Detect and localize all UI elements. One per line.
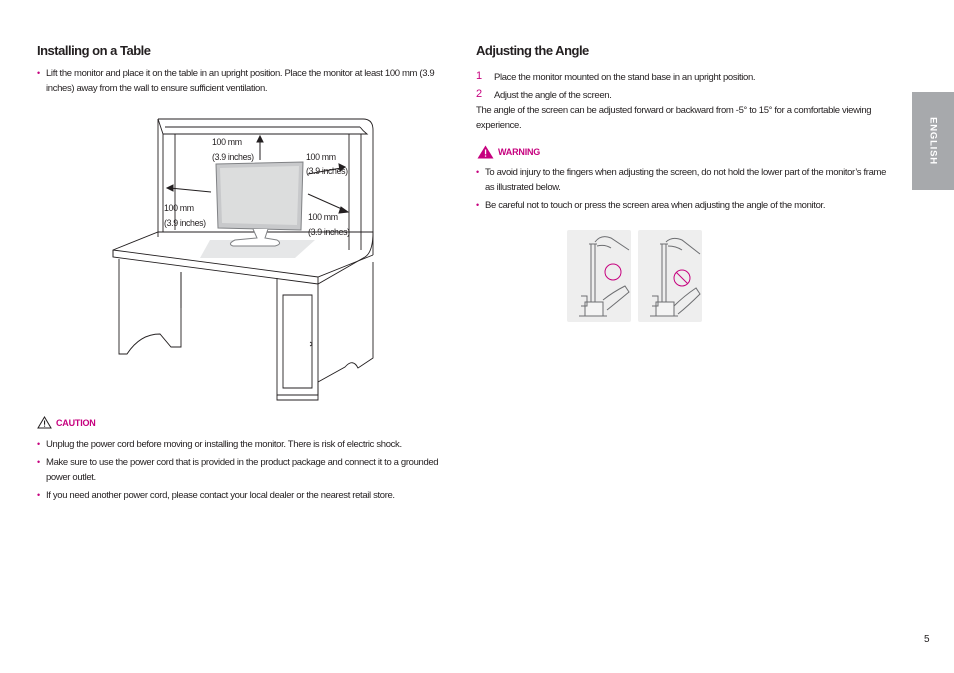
- language-tab-label: ENGLISH: [927, 117, 939, 165]
- label-top-in: (3.9 inches): [212, 152, 254, 162]
- page-number: 5: [924, 634, 930, 645]
- desk-clearance-diagram: [112, 118, 374, 401]
- label-right-top-mm: 100 mm: [306, 152, 336, 162]
- language-tab[interactable]: ENGLISH: [912, 92, 954, 190]
- intro-list: Lift the monitor and place it on the tab…: [37, 66, 462, 99]
- caution-item: Unplug the power cord before moving or i…: [37, 437, 462, 452]
- caution-item: If you need another power cord, please c…: [37, 488, 462, 503]
- warning-label: WARNING: [498, 147, 541, 157]
- section-title-angle: Adjusting the Angle: [476, 43, 589, 58]
- caution-heading: CAUTION: [37, 416, 96, 429]
- step-number: 1: [476, 70, 482, 82]
- intro-text: Lift the monitor and place it on the tab…: [37, 66, 462, 96]
- label-right-bottom-in: (3.9 inches): [308, 227, 350, 237]
- warning-heading: WARNING: [477, 145, 540, 159]
- section-title-installing: Installing on a Table: [37, 43, 151, 58]
- label-right-bottom-mm: 100 mm: [308, 212, 338, 222]
- label-left-mm: 100 mm: [164, 203, 194, 213]
- step-number: 2: [476, 88, 482, 100]
- caution-item: Make sure to use the power cord that is …: [37, 455, 462, 485]
- label-left-in: (3.9 inches): [164, 218, 206, 228]
- correct-grip-illustration: [567, 230, 631, 322]
- warning-triangle-icon: [477, 145, 494, 159]
- caution-list: Unplug the power cord before moving or i…: [37, 437, 462, 506]
- warning-list: To avoid injury to the fingers when adju…: [476, 165, 896, 216]
- warning-item: To avoid injury to the fingers when adju…: [476, 165, 896, 195]
- caution-label: CAUTION: [56, 417, 96, 428]
- incorrect-grip-illustration: [638, 230, 702, 322]
- caution-triangle-icon: [37, 416, 52, 429]
- label-top-mm: 100 mm: [212, 137, 242, 147]
- step-text: Place the monitor mounted on the stand b…: [494, 72, 756, 83]
- warning-item: Be careful not to touch or press the scr…: [476, 198, 896, 213]
- angle-note: The angle of the screen can be adjusted …: [476, 105, 872, 131]
- label-right-top-in: (3.9 inches): [306, 166, 348, 176]
- step-text: Adjust the angle of the screen.: [494, 90, 612, 101]
